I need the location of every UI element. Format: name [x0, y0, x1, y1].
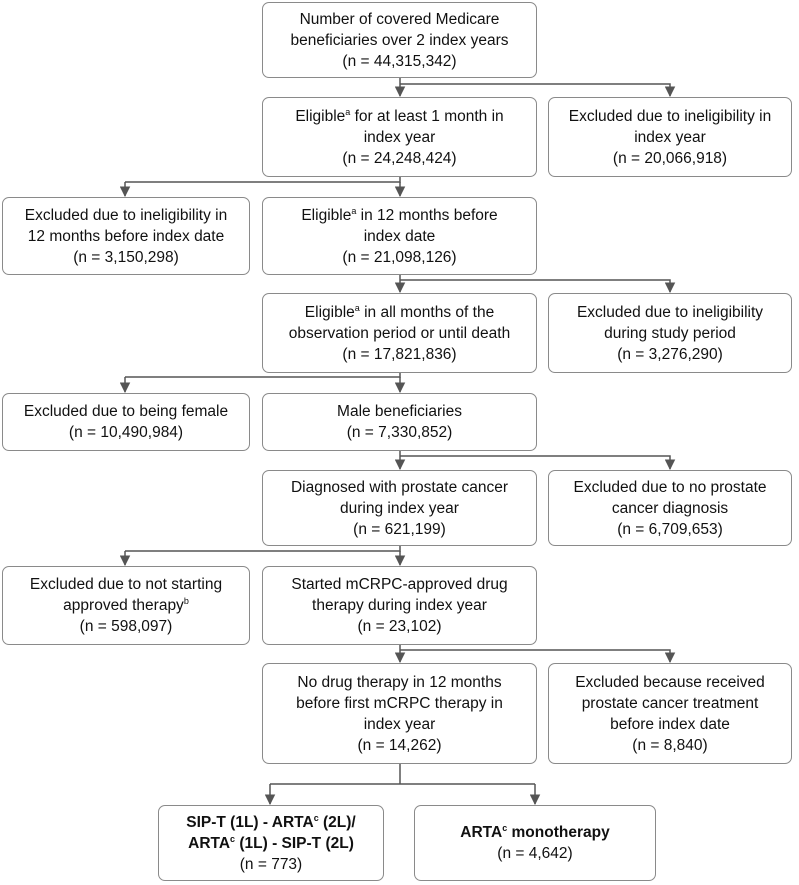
box-excluded-prior-treatment-line-1: Excluded because received: [575, 673, 765, 691]
box-excluded-prior-treatment: Excluded because received prostate cance…: [548, 663, 792, 764]
box-excluded-no-diagnosis-line-2: cancer diagnosis: [611, 499, 729, 517]
box-diagnosed-prostate-cancer-line-2: during index year: [340, 499, 459, 517]
box-excluded-no-diagnosis-count: (n = 6,709,653): [617, 520, 723, 538]
box-excluded-ineligible-index-year-count: (n = 20,066,918): [612, 149, 728, 167]
connector-7b: [400, 649, 676, 664]
box-covered-beneficiaries-line-1: Number of covered Medicare: [299, 10, 500, 28]
box-excluded-ineligible-study-period-line-1: Excluded due to ineligibility: [576, 303, 764, 321]
box-male-beneficiaries-count: (n = 7,330,852): [346, 424, 453, 441]
box-sipt-arta-count: (n = 773): [239, 855, 303, 873]
eligible-rest: for at least 1 month in: [350, 107, 504, 125]
box-diagnosed-prostate-cancer: Diagnosed with prostate cancer during in…: [262, 470, 537, 546]
footnote-a: a: [351, 205, 357, 216]
box-excluded-ineligible-12-months-count: (n = 3,150,298): [73, 248, 179, 266]
box-arta-monotherapy-count: (n = 4,642): [497, 845, 573, 862]
box-excluded-female-count: (n = 10,490,984): [68, 424, 184, 441]
box-no-drug-therapy-12-months: No drug therapy in 12 months before firs…: [262, 663, 537, 764]
box-eligible-all-months-line-2: observation period or until death: [288, 324, 511, 342]
box-eligible-index-year-line-1: Eligiblea for at least 1 month in: [295, 106, 503, 127]
eligible-rest: in all months of the: [359, 303, 495, 321]
box-excluded-female: Excluded due to being female (n = 10,490…: [2, 393, 250, 451]
box-excluded-ineligible-study-period: Excluded due to ineligibility during stu…: [548, 293, 792, 373]
box-sipt-arta-line-1: SIP-T (1L) - ARTAc (2L)/: [186, 812, 355, 833]
arta-text: ARTA: [460, 824, 503, 841]
box-excluded-ineligible-index-year: Excluded due to ineligibility in index y…: [548, 97, 792, 177]
footnote-b: b: [183, 596, 189, 606]
connector-5b: [400, 455, 676, 471]
eligible-word: Eligible: [301, 206, 352, 224]
box-excluded-prior-treatment-line-3: before index date: [610, 715, 730, 733]
box-excluded-ineligible-index-year-line-1: Excluded due to ineligibility in: [568, 107, 772, 125]
approved-therapy-text: approved therapy: [63, 597, 184, 614]
box-eligible-12-months: Eligiblea in 12 months before index date…: [262, 197, 537, 275]
box-excluded-no-diagnosis-line-1: Excluded due to no prostate: [573, 478, 767, 496]
box-covered-beneficiaries-line-2: beneficiaries over 2 index years: [290, 31, 509, 49]
monotherapy-text: monotherapy: [507, 824, 610, 841]
box-eligible-12-months-line-2: index date: [363, 227, 436, 245]
box-excluded-female-line-1: Excluded due to being female: [23, 403, 229, 420]
box-eligible-index-year-line-2: index year: [363, 128, 436, 146]
footnote-c: c: [502, 823, 508, 833]
box-excluded-ineligible-index-year-line-2: index year: [634, 128, 706, 146]
footnote-c: c: [313, 812, 319, 823]
box-excluded-not-starting-therapy: Excluded due to not starting approved th…: [2, 566, 250, 645]
box-no-drug-therapy-line-3: index year: [363, 715, 436, 733]
box-excluded-not-starting-therapy-count: (n = 598,097): [79, 618, 173, 635]
box-excluded-ineligible-study-period-count: (n = 3,276,290): [617, 345, 723, 363]
first-line-sipt-text: (1L) - SIP-T (2L): [235, 834, 354, 852]
eligible-word: Eligible: [295, 107, 346, 125]
box-covered-beneficiaries-count: (n = 44,315,342): [342, 52, 457, 70]
box-no-drug-therapy-line-1: No drug therapy in 12 months: [297, 673, 502, 691]
box-diagnosed-prostate-cancer-count: (n = 621,199): [353, 520, 446, 538]
box-diagnosed-prostate-cancer-line-1: Diagnosed with prostate cancer: [290, 478, 509, 496]
box-eligible-12-months-count: (n = 21,098,126): [342, 248, 457, 266]
box-started-mcrpc-therapy-count: (n = 23,102): [357, 618, 442, 635]
box-eligible-index-year-count: (n = 24,248,424): [342, 149, 457, 167]
connector-6: [125, 546, 401, 552]
box-arta-sipt-line-2: ARTAc (1L) - SIP-T (2L): [188, 833, 354, 854]
footnote-c: c: [230, 833, 236, 844]
footnote-a: a: [354, 302, 360, 313]
box-no-drug-therapy-count: (n = 14,262): [357, 736, 442, 754]
box-excluded-ineligible-12-months-line-2: 12 months before index date: [27, 227, 225, 245]
eligible-rest: in 12 months before: [356, 206, 498, 224]
box-excluded-ineligible-study-period-line-2: during study period: [604, 324, 736, 342]
box-eligible-12-months-line-1: Eligiblea in 12 months before: [301, 205, 497, 226]
box-male-beneficiaries: Male beneficiaries (n = 7,330,852): [262, 393, 537, 451]
box-arta-monotherapy-line-1: ARTAc monotherapy: [460, 822, 609, 843]
second-line-text: (2L)/: [318, 813, 356, 831]
box-sipt-arta-sequence: SIP-T (1L) - ARTAc (2L)/ ARTAc (1L) - SI…: [158, 805, 384, 881]
connector-4: [125, 373, 401, 378]
box-eligible-all-months-count: (n = 17,821,836): [342, 345, 457, 363]
box-male-beneficiaries-line-1: Male beneficiaries: [337, 403, 462, 420]
box-excluded-ineligible-12-months-line-1: Excluded due to ineligibility in: [24, 206, 228, 224]
box-excluded-prior-treatment-count: (n = 8,840): [632, 736, 708, 754]
connector-2: [125, 177, 401, 183]
arta-text: ARTA: [188, 834, 231, 852]
box-excluded-not-starting-therapy-line-2: approved therapyb: [63, 595, 189, 616]
box-eligible-all-months-line-1: Eligiblea in all months of the: [305, 302, 494, 323]
box-eligible-all-months: Eligiblea in all months of the observati…: [262, 293, 537, 373]
box-eligible-index-year: Eligiblea for at least 1 month in index …: [262, 97, 537, 177]
eligible-word: Eligible: [304, 303, 355, 321]
sipt-arta-text: SIP-T (1L) - ARTA: [186, 813, 314, 831]
connector-1b: [400, 83, 676, 98]
box-no-drug-therapy-line-2: before first mCRPC therapy in: [296, 694, 503, 712]
box-started-mcrpc-therapy-line-2: therapy during index year: [312, 597, 487, 614]
box-started-mcrpc-therapy: Started mCRPC-approved drug therapy duri…: [262, 566, 537, 645]
box-arta-monotherapy: ARTAc monotherapy (n = 4,642): [414, 805, 656, 881]
box-started-mcrpc-therapy-line-1: Started mCRPC-approved drug: [291, 576, 508, 593]
box-excluded-prior-treatment-line-2: prostate cancer treatment: [581, 694, 759, 712]
footnote-a: a: [345, 106, 351, 117]
box-excluded-no-diagnosis: Excluded due to no prostate cancer diagn…: [548, 470, 792, 546]
connector-3b: [400, 279, 676, 294]
box-excluded-not-starting-therapy-line-1: Excluded due to not starting: [29, 576, 223, 593]
box-excluded-ineligible-12-months: Excluded due to ineligibility in 12 mont…: [2, 197, 250, 275]
box-covered-beneficiaries: Number of covered Medicare beneficiaries…: [262, 2, 537, 78]
